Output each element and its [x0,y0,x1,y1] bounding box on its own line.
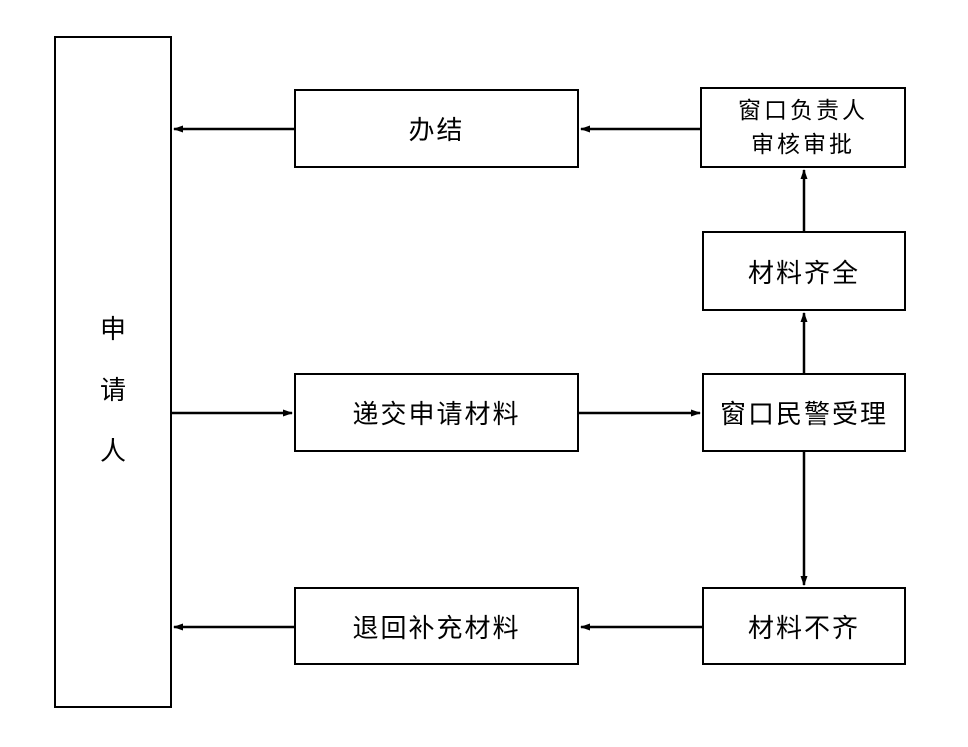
materials-incomplete-label: 材料不齐 [747,613,860,644]
return-supplement-box: 退回补充材料 [294,587,579,665]
applicant-box: 申 请 人 [54,36,172,708]
submit-materials-label: 递交申请材料 [352,400,521,430]
approve-label-line2: 审核审批 [751,131,855,158]
submit-materials-box: 递交申请材料 [294,373,579,452]
approve-label-line1: 窗口负责人 [738,97,868,124]
window-accept-label: 窗口民警受理 [719,400,888,430]
approve-box: 窗口负责人 审核审批 [700,87,906,168]
applicant-char-1: 申 [99,315,126,345]
finish-label: 办结 [408,116,465,146]
window-accept-box: 窗口民警受理 [702,373,906,452]
applicant-char-2: 请 [99,376,126,406]
applicant-char-3: 人 [99,437,126,467]
materials-complete-box: 材料齐全 [702,231,906,311]
finish-box: 办结 [294,89,579,168]
return-supplement-label: 退回补充材料 [352,613,521,644]
materials-incomplete-box: 材料不齐 [702,587,906,665]
materials-complete-label: 材料齐全 [747,258,860,289]
